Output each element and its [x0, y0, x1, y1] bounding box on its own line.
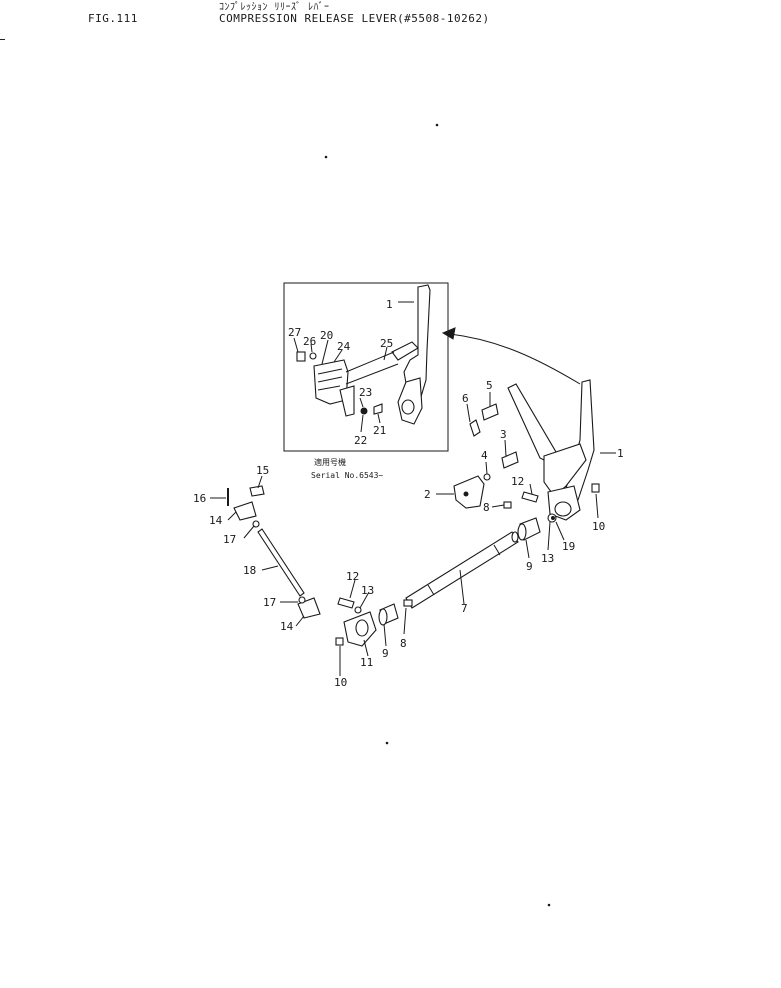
bracket-assembly	[453, 403, 519, 509]
callout-14-lower: 14	[280, 620, 294, 633]
shaft-7	[405, 531, 519, 609]
title-japanese: ｺﾝﾌﾟﾚｯｼｮﾝ ﾘﾘｰｽﾞ ﾚﾊﾞｰ	[219, 2, 330, 13]
pin-8-left	[403, 599, 413, 607]
callout-inset-21: 21	[373, 424, 386, 437]
callout-inset-27: 27	[288, 326, 301, 339]
nut-6	[469, 419, 481, 437]
callout-10-left: 10	[334, 676, 347, 689]
arm-assembly	[335, 597, 377, 647]
rod-assembly	[227, 485, 321, 619]
shaft-assembly	[378, 501, 541, 626]
lever-left-arm	[507, 383, 557, 463]
inset-frame	[283, 282, 449, 452]
serial-number: Serial No.6543~	[311, 471, 383, 480]
callout-inset-23: 23	[359, 386, 372, 399]
washer-4	[483, 473, 491, 481]
callout-17-upper: 17	[223, 533, 236, 546]
callout-17-lower: 17	[263, 596, 276, 609]
callout-14-upper: 14	[209, 514, 223, 527]
inset-pin	[391, 341, 419, 361]
inset-nut	[360, 407, 368, 415]
callout-inset-20: 20	[320, 329, 333, 342]
callout-13-left: 13	[361, 584, 374, 597]
detail-arrow	[449, 333, 581, 385]
nut-17-lower	[298, 596, 306, 604]
callout-inset-1: 1	[386, 298, 393, 311]
bolt-12-right	[521, 491, 539, 503]
speck	[385, 741, 389, 745]
pin-10-left	[335, 637, 344, 646]
lever-assembly	[507, 379, 600, 523]
callout-13-right: 13	[541, 552, 554, 565]
callout-2: 2	[424, 488, 431, 501]
speck	[324, 155, 328, 159]
lever-boss-hole	[554, 501, 572, 517]
inset-bolt	[373, 403, 383, 415]
clevis-14-upper	[233, 501, 257, 521]
pin-10-right	[591, 483, 600, 493]
callout-6: 6	[462, 392, 469, 405]
callout-10-right: 10	[592, 520, 605, 533]
callout-inset-25: 25	[380, 337, 393, 350]
callout-8-left: 8	[400, 637, 407, 650]
inset-bracket-lines	[317, 368, 343, 391]
callout-11: 11	[360, 656, 373, 669]
inset-plate	[339, 385, 355, 417]
speck	[547, 903, 551, 907]
leader-lines	[210, 392, 616, 676]
callout-9-left: 9	[382, 647, 389, 660]
washer-13-left	[354, 606, 362, 614]
inset-cap	[296, 351, 306, 362]
title-english: COMPRESSION RELEASE LEVER(#5508-10262)	[219, 12, 490, 25]
callout-inset-26: 26	[303, 335, 316, 348]
nut-17-upper	[252, 520, 260, 528]
pin-15	[249, 485, 265, 497]
bolt-3	[501, 451, 519, 469]
inset-washer	[309, 352, 317, 360]
callout-18: 18	[243, 564, 256, 577]
speck	[435, 123, 439, 127]
callout-19: 19	[562, 540, 575, 553]
figure-number: FIG.111	[88, 12, 138, 25]
callout-8-right: 8	[483, 501, 490, 514]
callout-12-right: 12	[511, 475, 524, 488]
callout-4: 4	[481, 449, 488, 462]
inset-boss-hole	[401, 399, 415, 415]
lever-body	[543, 443, 587, 497]
bolt-12-left	[337, 597, 355, 609]
callout-15: 15	[256, 464, 269, 477]
callout-3: 3	[500, 428, 507, 441]
bolt-5	[481, 403, 499, 421]
applicable-label: 適用号機	[314, 457, 346, 467]
callout-inset-22: 22	[354, 434, 367, 447]
callout-12-left: 12	[346, 570, 359, 583]
margin-mark	[0, 39, 5, 40]
callout-5: 5	[486, 379, 493, 392]
callout-9-right: 9	[526, 560, 533, 573]
rod-18	[257, 528, 305, 597]
inset-link-rod	[345, 351, 399, 385]
detail-arrowhead	[441, 327, 456, 340]
callout-inset-24: 24	[337, 340, 351, 353]
callout-16: 16	[193, 492, 206, 505]
callout-1: 1	[617, 447, 624, 460]
bracket-2	[453, 475, 485, 509]
callout-7: 7	[461, 602, 468, 615]
pin-8-right	[503, 501, 512, 509]
inset-detail	[283, 282, 449, 452]
